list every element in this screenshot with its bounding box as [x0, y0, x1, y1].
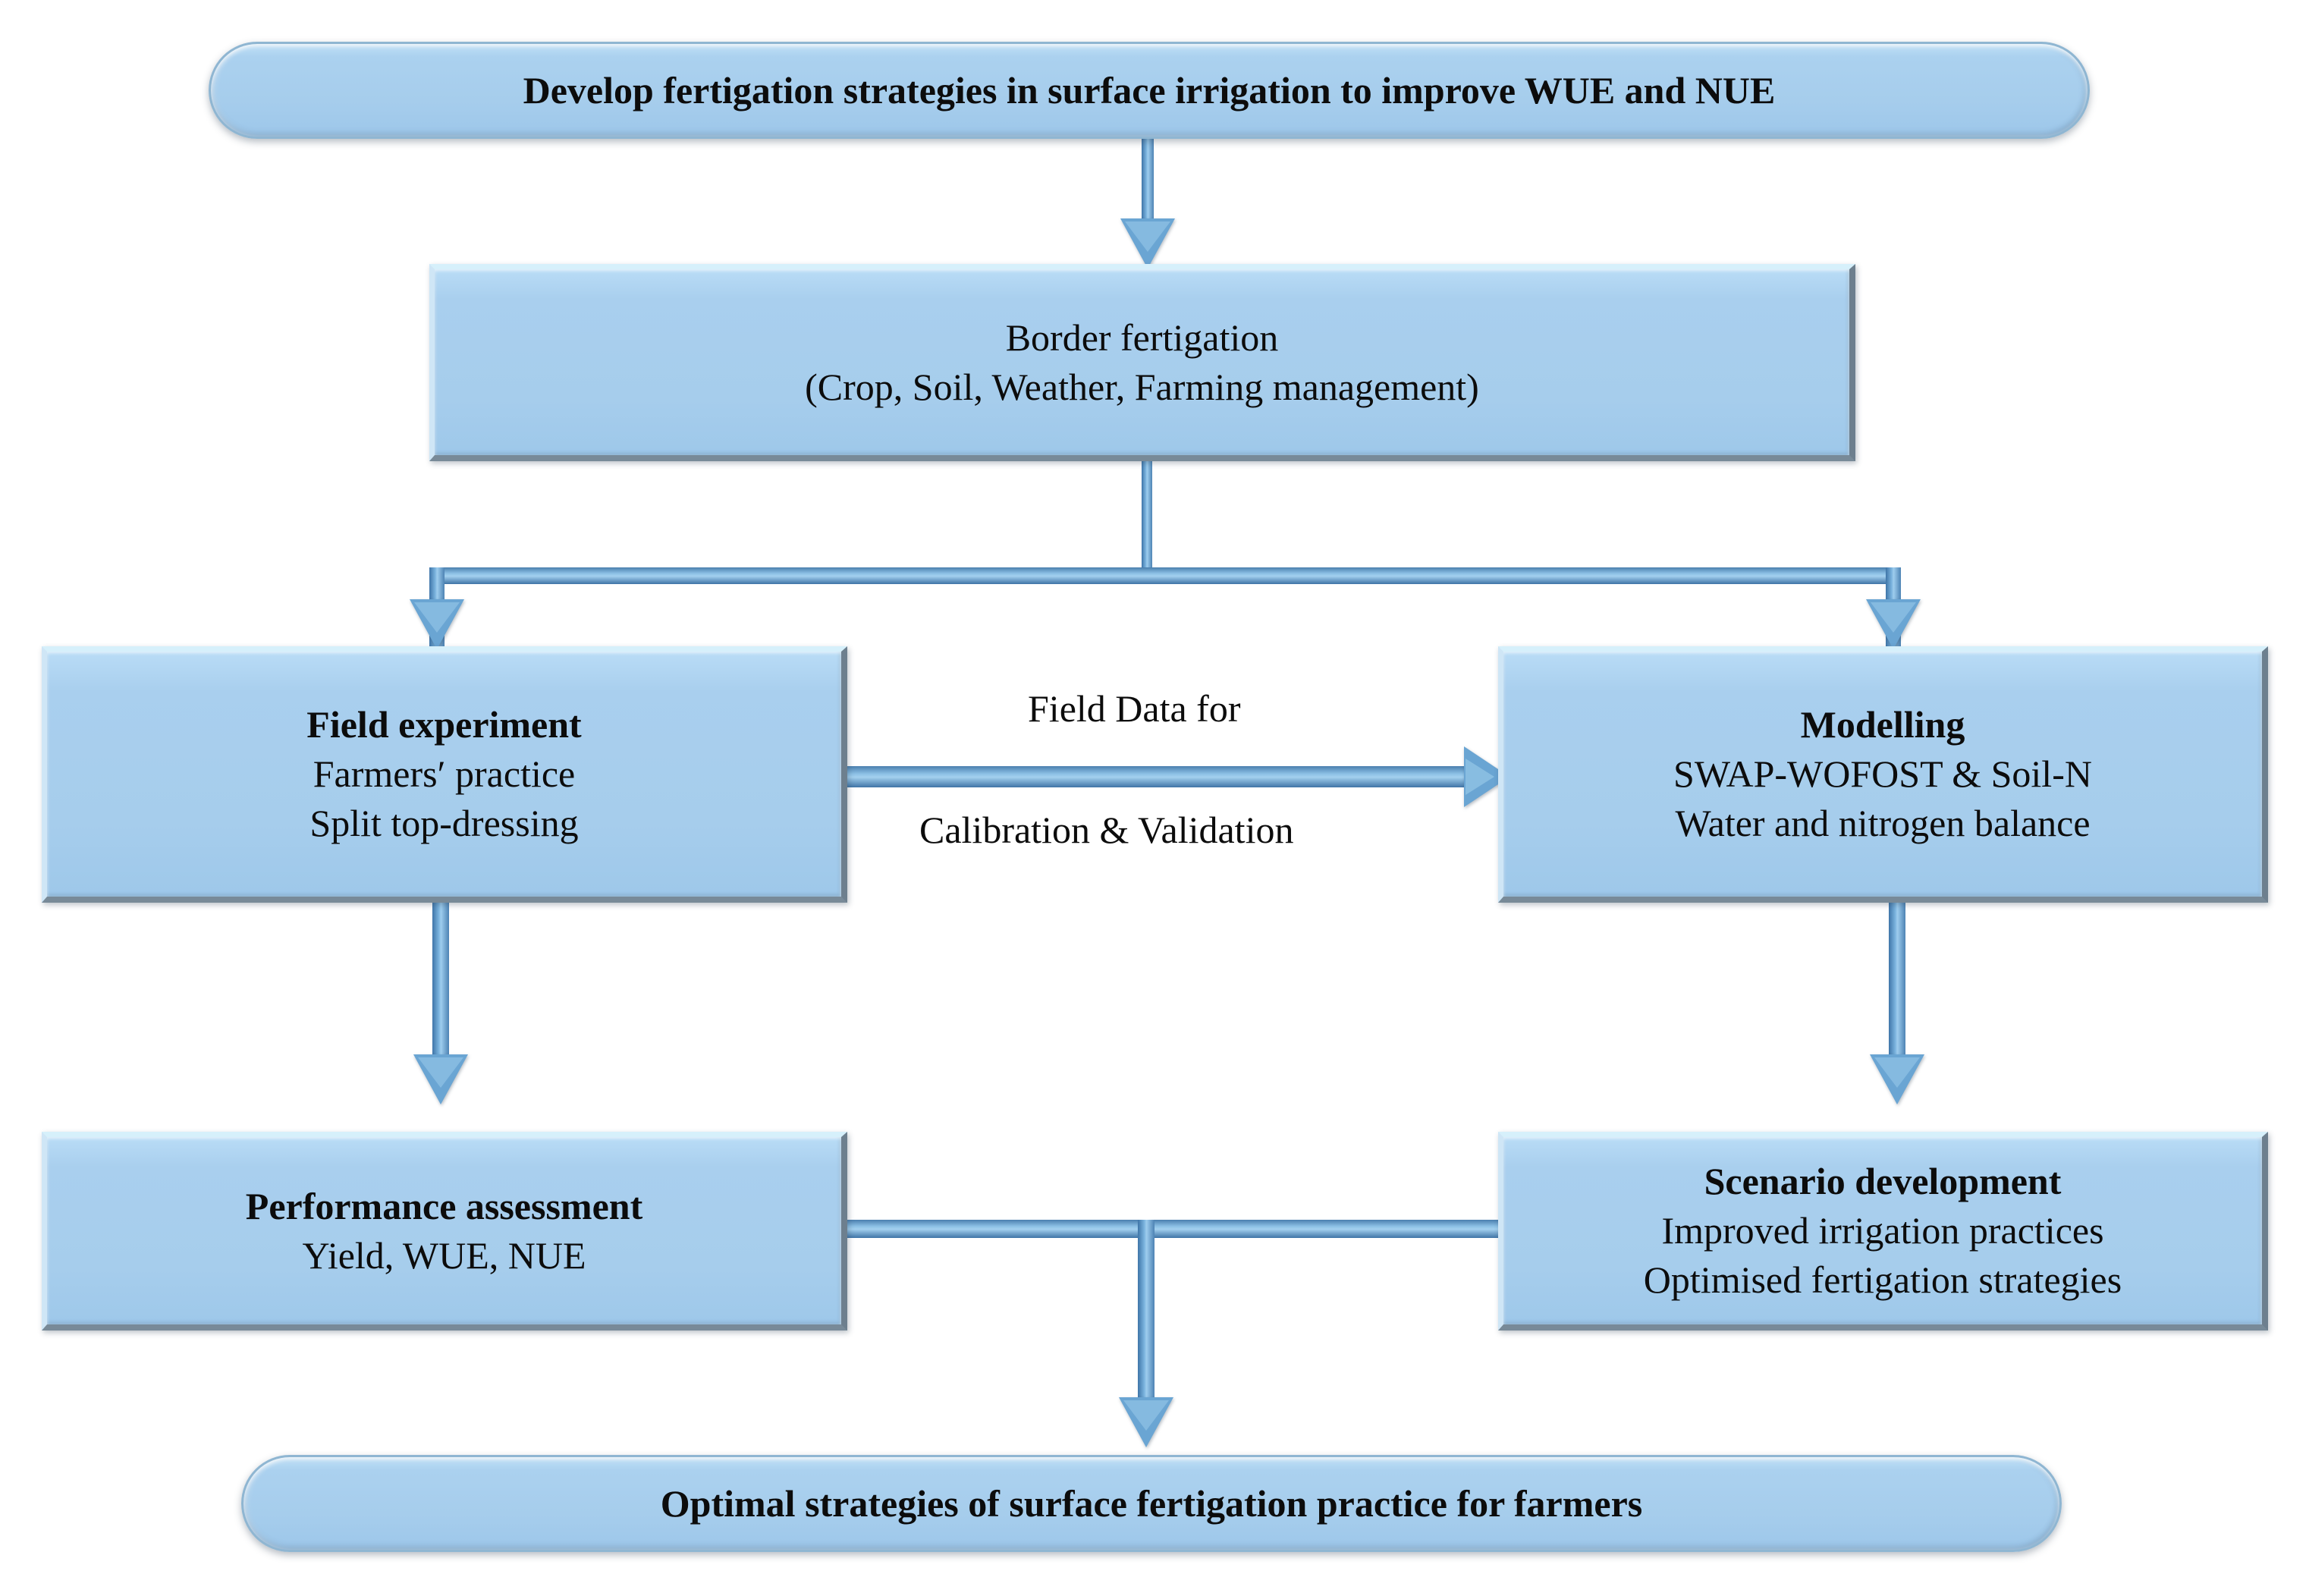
node-performance-assessment-heading: Performance assessment — [245, 1184, 643, 1227]
node-modelling-heading: Modelling — [1800, 703, 1965, 746]
node-border-fertigation-line1: Border fertigation — [1005, 316, 1279, 359]
node-field-experiment-heading: Field experiment — [306, 703, 582, 746]
connector-goal-to-system — [1142, 139, 1154, 237]
node-scenario-development[interactable]: Scenario development Improved irrigation… — [1498, 1132, 2268, 1331]
node-border-fertigation[interactable]: Border fertigation (Crop, Soil, Weather,… — [429, 264, 1855, 461]
arrowhead-modelling-to-scenario — [1870, 1054, 1924, 1104]
node-modelling-line1: SWAP-WOFOST & Soil-N — [1673, 752, 2092, 795]
node-performance-assessment[interactable]: Performance assessment Yield, WUE, NUE — [42, 1132, 847, 1331]
node-goal-label: Develop fertigation strategies in surfac… — [523, 68, 1776, 112]
node-scenario-development-line1: Improved irrigation practices — [1661, 1209, 2104, 1252]
arrowhead-field-to-performance — [413, 1054, 468, 1104]
edge-label-field-data-top: Field Data for — [1028, 687, 1241, 730]
node-goal[interactable]: Develop fertigation strategies in surfac… — [209, 42, 2090, 139]
node-field-experiment[interactable]: Field experiment Farmers′ practice Split… — [42, 646, 847, 903]
connector-field-to-modelling — [847, 766, 1473, 787]
arrowhead-system-to-field — [410, 599, 464, 649]
node-modelling-line2: Water and nitrogen balance — [1675, 802, 2091, 844]
connector-merge-bar — [843, 1220, 1502, 1238]
arrowhead-goal-to-system — [1120, 218, 1175, 269]
node-outcome-label: Optimal strategies of surface fertigatio… — [660, 1481, 1643, 1525]
arrowhead-merge-to-outcome — [1119, 1397, 1173, 1447]
node-border-fertigation-line2: (Crop, Soil, Weather, Farming management… — [805, 365, 1479, 408]
connector-field-to-performance — [432, 903, 449, 1062]
node-field-experiment-line2: Split top-dressing — [309, 802, 579, 844]
connector-modelling-to-scenario — [1889, 903, 1905, 1062]
connector-merge-to-outcome — [1138, 1220, 1154, 1413]
node-scenario-development-heading: Scenario development — [1704, 1160, 2062, 1202]
node-outcome[interactable]: Optimal strategies of surface fertigatio… — [241, 1455, 2062, 1552]
arrowhead-system-to-modelling — [1866, 599, 1921, 649]
connector-system-trunk — [1142, 461, 1152, 579]
edge-label-field-data-bottom: Calibration & Validation — [919, 809, 1294, 851]
node-scenario-development-line2: Optimised fertigation strategies — [1643, 1258, 2122, 1301]
connector-system-splitter-bar — [429, 567, 1901, 584]
node-performance-assessment-line1: Yield, WUE, NUE — [302, 1233, 586, 1277]
node-modelling[interactable]: Modelling SWAP-WOFOST & Soil-N Water and… — [1498, 646, 2268, 903]
node-field-experiment-line1: Farmers′ practice — [313, 752, 576, 795]
